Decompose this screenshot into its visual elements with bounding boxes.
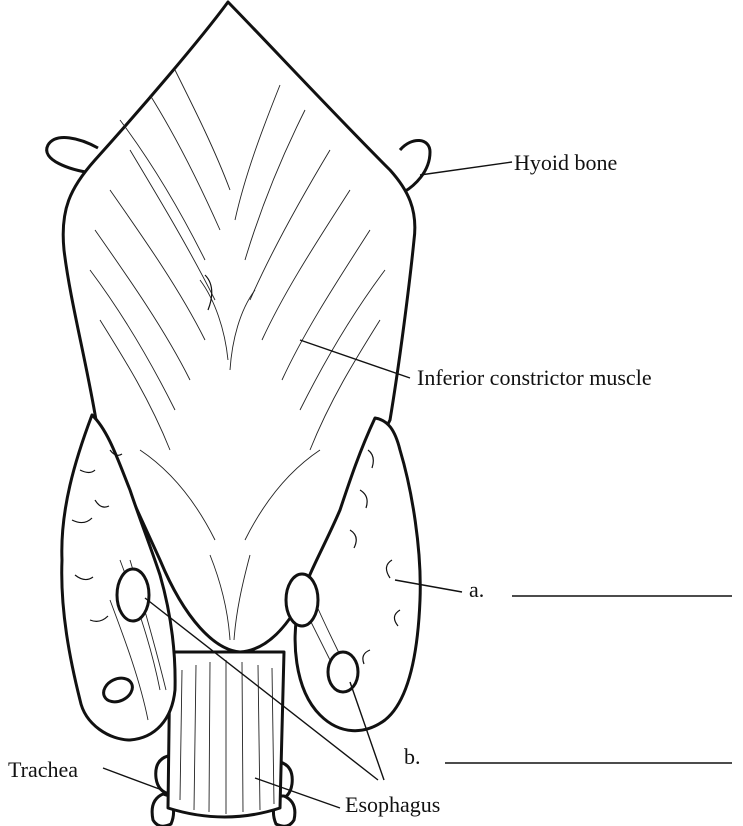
- label-hyoid-bone: Hyoid bone: [514, 150, 617, 175]
- leader-hyoid: [420, 162, 512, 175]
- label-trachea: Trachea: [8, 757, 78, 782]
- label-a: a.: [469, 577, 484, 602]
- label-esophagus: Esophagus: [345, 792, 440, 817]
- esophagus: [168, 652, 284, 817]
- label-b: b.: [404, 744, 421, 769]
- leader-trachea: [103, 768, 162, 790]
- parathyroid-upper-right: [286, 574, 318, 626]
- parathyroid-upper-left: [117, 569, 149, 621]
- parathyroid-lower-right: [328, 652, 358, 692]
- label-inferior-constrictor: Inferior constrictor muscle: [417, 365, 652, 390]
